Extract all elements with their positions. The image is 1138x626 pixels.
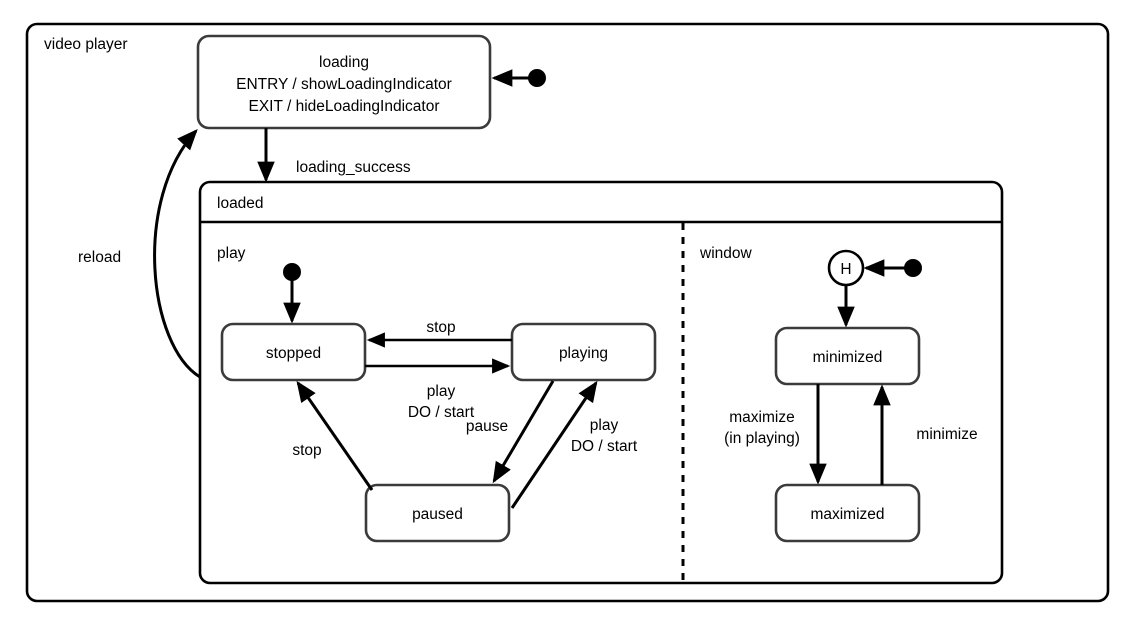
state-maximized-box[interactable] (774, 483, 921, 543)
state-stopped-label: stopped (266, 345, 321, 362)
state-maximized[interactable]: maximized (774, 483, 921, 543)
state-playing-label: playing (559, 345, 608, 362)
transition-loaded-to-loading: reload (78, 129, 201, 379)
history-label: H (840, 261, 851, 278)
edge-label-play-1: play (427, 383, 456, 400)
state-minimized-box[interactable] (774, 326, 921, 386)
edge-paused-stopped (296, 380, 374, 491)
initial-pseudostate-root (528, 69, 546, 87)
edge-label-reload: reload (78, 249, 121, 266)
state-loading-entry: ENTRY / showLoadingIndicator (236, 76, 452, 93)
edge-playing-paused (492, 380, 555, 484)
edge-label-do-start-1: DO / start (408, 404, 475, 421)
edge-label-minimize: minimize (916, 426, 977, 443)
state-minimized-label: minimized (813, 349, 883, 366)
state-maximized-label: maximized (810, 506, 884, 523)
state-playing-box[interactable] (510, 322, 657, 382)
state-stopped-box[interactable] (220, 322, 367, 382)
state-loaded-label: loaded (217, 195, 264, 212)
state-loaded-box[interactable] (198, 180, 1004, 585)
edge-label-pause: pause (466, 418, 508, 435)
transition-maximized-to-minimized: minimize (873, 384, 978, 485)
edge-reload (153, 129, 201, 379)
state-loaded[interactable]: loaded play stopped playing paused (198, 180, 1004, 585)
transition-minimized-to-maximized: maximize (in playing) (724, 384, 827, 485)
initial-pseudostate-window (904, 259, 922, 277)
region-play: play stopped playing paused s (217, 245, 657, 543)
state-loading-box[interactable] (196, 34, 492, 130)
state-loading-name: loading (319, 54, 369, 71)
state-minimized[interactable]: minimized (774, 326, 921, 386)
edge-label-stop-1: stop (426, 319, 455, 336)
state-stopped[interactable]: stopped (220, 322, 367, 382)
edge-label-play-2: play (590, 417, 619, 434)
video-player-label: video player (44, 36, 128, 53)
state-paused-box[interactable] (364, 483, 511, 543)
edge-label-stop-2: stop (292, 442, 321, 459)
region-play-label: play (217, 245, 246, 262)
region-window-label: window (699, 245, 752, 262)
state-playing[interactable]: playing (510, 322, 657, 382)
state-paused[interactable]: paused (364, 483, 511, 543)
region-window: window H minimized maximized (699, 245, 978, 543)
initial-pseudostate-play (283, 263, 301, 281)
edge-paused-playing (510, 380, 598, 509)
edge-label-loading-success: loading_success (296, 159, 411, 176)
transition-playing-to-stopped: stop (366, 319, 512, 348)
history-pseudostate[interactable]: H (827, 249, 865, 287)
transition-paused-to-stopped: stop (292, 380, 374, 491)
transition-stopped-to-playing: play DO / start (365, 358, 511, 421)
transition-paused-to-playing: play DO / start (510, 380, 638, 509)
transition-loading-to-loaded: loading_success (257, 128, 411, 183)
edge-label-in-playing: (in playing) (724, 430, 800, 447)
state-loading-exit: EXIT / hideLoadingIndicator (248, 98, 439, 115)
transition-playing-to-paused: pause (466, 380, 555, 484)
state-loading[interactable]: loading ENTRY / showLoadingIndicator EXI… (196, 34, 492, 130)
state-paused-label: paused (412, 506, 463, 523)
edge-label-maximize: maximize (729, 409, 794, 426)
edge-label-do-start-2: DO / start (571, 438, 638, 455)
transition-initial-to-loading (491, 69, 546, 87)
